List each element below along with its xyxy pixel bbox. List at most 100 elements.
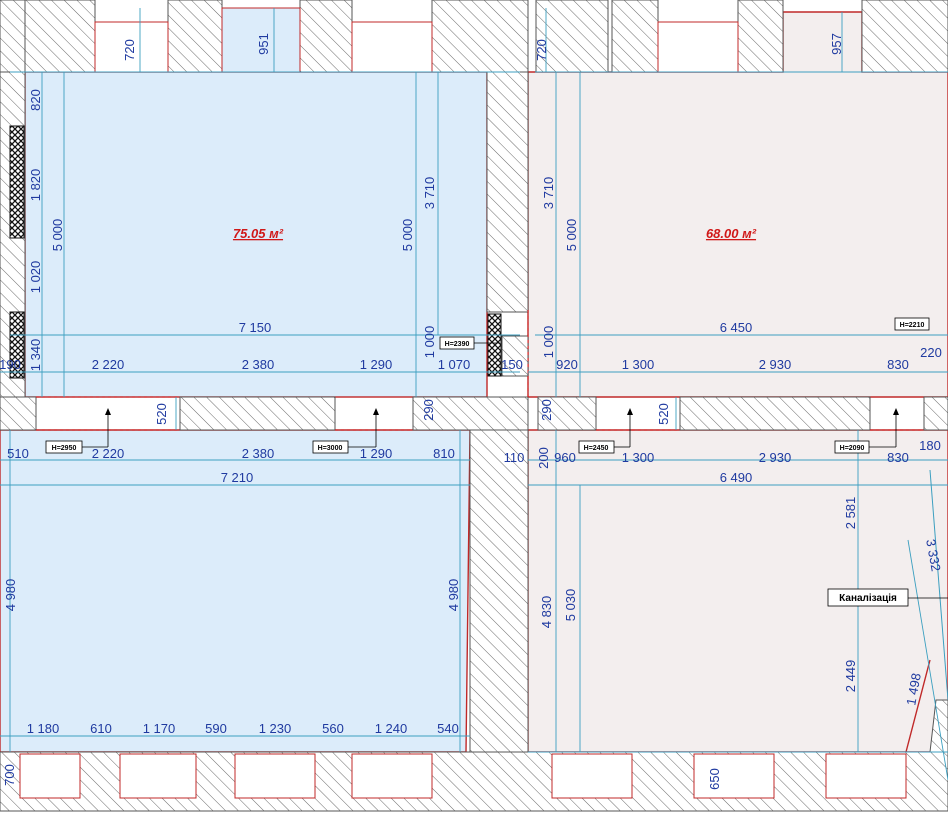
height-tag-box[interactable] xyxy=(894,317,930,331)
dimension-label: 520 xyxy=(154,403,169,425)
dimension-label: 2 380 xyxy=(242,446,275,461)
window-top-1 xyxy=(94,21,169,73)
dimension-label: 830 xyxy=(887,357,909,372)
dimension-label: 3 332 xyxy=(923,538,943,573)
wall-top-6 xyxy=(535,0,609,73)
dimension-label: 1 020 xyxy=(28,261,43,294)
dimension-label: 951 xyxy=(256,33,271,55)
dimension-label: 7 210 xyxy=(221,470,254,485)
dimension-label: 830 xyxy=(887,450,909,465)
dimension-label: 960 xyxy=(554,450,576,465)
dimension-label: 650 xyxy=(707,768,722,790)
sewer-callout-box[interactable] xyxy=(827,588,909,607)
room-a-floor[interactable] xyxy=(24,71,488,398)
wall-mid-4 xyxy=(537,396,597,431)
dimension-label: 1 290 xyxy=(360,446,393,461)
vent-left-1 xyxy=(9,125,25,239)
wall-top-3 xyxy=(167,0,223,73)
vent-center xyxy=(487,313,502,377)
dimension-label: 190 xyxy=(0,357,21,372)
dimension-label: 540 xyxy=(437,721,459,736)
dimension-label: 520 xyxy=(656,403,671,425)
wall-top-7 xyxy=(611,0,659,73)
wall-mid-1 xyxy=(0,396,37,431)
window-bottom-1 xyxy=(19,753,81,799)
dimension-label: 1 180 xyxy=(27,721,60,736)
dimension-lines xyxy=(0,8,948,781)
height-tag-text: H=2210 xyxy=(900,322,925,329)
dimension-label: 110 xyxy=(504,450,525,465)
height-tags: H=2390 H=2210 H=2950 H=3000 H=2450 H=209… xyxy=(45,317,930,454)
wall-top-5 xyxy=(431,0,529,73)
dimension-label: 720 xyxy=(122,39,137,61)
dimension-label: 1 498 xyxy=(903,672,923,707)
height-tag-box[interactable] xyxy=(834,440,870,454)
dimension-label: 4 830 xyxy=(539,596,554,629)
wall-center-post xyxy=(501,335,529,377)
dimension-label: 957 xyxy=(829,33,844,55)
dimension-label: 7 150 xyxy=(239,320,272,335)
sewer-callout-text: Каналізація xyxy=(839,593,897,604)
wall-top-8 xyxy=(737,0,784,73)
window-bottom-6 xyxy=(693,753,775,799)
wall-top-4 xyxy=(299,0,353,73)
leader-lines xyxy=(82,342,948,599)
vent-left-2 xyxy=(9,311,25,379)
dimension-label: 220 xyxy=(920,345,942,360)
dimension-label: 1 240 xyxy=(375,721,408,736)
dimension-label: 560 xyxy=(322,721,344,736)
wall-top-1 xyxy=(0,0,26,73)
room-area-label: 68.00 м² xyxy=(706,226,757,241)
dimension-label: 6 450 xyxy=(720,320,753,335)
height-tag-box[interactable] xyxy=(439,336,475,350)
height-tag-text: H=2390 xyxy=(445,341,470,348)
height-tag-box[interactable] xyxy=(45,440,83,454)
height-tag-text: H=3000 xyxy=(318,445,343,452)
window-bottom-3 xyxy=(234,753,316,799)
dimension-label: 4 980 xyxy=(446,579,461,612)
dimension-label: 2 220 xyxy=(92,357,125,372)
wall-center-upper xyxy=(486,71,529,313)
dimension-label: 5 000 xyxy=(564,219,579,252)
dimension-label: 1 000 xyxy=(541,326,556,359)
dimension-label: 290 xyxy=(539,399,554,421)
dimension-label: 290 xyxy=(421,399,436,421)
window-bottom-2 xyxy=(119,753,197,799)
wall-top-2 xyxy=(24,0,96,73)
window-bottom-4 xyxy=(351,753,433,799)
dimension-label: 2 380 xyxy=(242,357,275,372)
dimension-label: 150 xyxy=(501,357,523,372)
dimension-label: 1 070 xyxy=(438,357,471,372)
dimension-label: 2 581 xyxy=(843,497,858,530)
dimension-label: 5 030 xyxy=(563,589,578,622)
dimension-label: 2 930 xyxy=(759,450,792,465)
walls-layer xyxy=(0,0,948,812)
dimension-label: 820 xyxy=(28,89,43,111)
dimension-label: 180 xyxy=(919,438,941,453)
dimension-label: 6 490 xyxy=(720,470,753,485)
dimension-label: 610 xyxy=(90,721,112,736)
height-tag-box[interactable] xyxy=(312,440,349,454)
dimension-label: 700 xyxy=(2,764,17,786)
wall-top-9 xyxy=(861,0,948,73)
dimension-label: 1 290 xyxy=(360,357,393,372)
dimension-label: 590 xyxy=(205,721,227,736)
dimension-label: 720 xyxy=(534,39,549,61)
window-top-4 xyxy=(657,21,739,73)
dimension-label: 3 710 xyxy=(422,177,437,210)
dimension-label: 810 xyxy=(433,446,455,461)
dimension-label: 920 xyxy=(556,357,578,372)
dimension-label: 2 449 xyxy=(843,660,858,693)
height-tag-box[interactable] xyxy=(578,440,615,454)
dimension-label: 1 820 xyxy=(28,169,43,202)
room-area-label: 75.05 м² xyxy=(233,226,284,241)
dimension-label: 2 930 xyxy=(759,357,792,372)
dimension-label: 1 170 xyxy=(143,721,176,736)
wall-center-lower xyxy=(469,429,529,753)
dimension-label: 5 000 xyxy=(50,219,65,252)
window-top-2 xyxy=(221,7,301,73)
dimension-label: 1 340 xyxy=(28,339,43,372)
wall-mid-6 xyxy=(923,396,948,431)
dimension-label: 1 000 xyxy=(422,326,437,359)
